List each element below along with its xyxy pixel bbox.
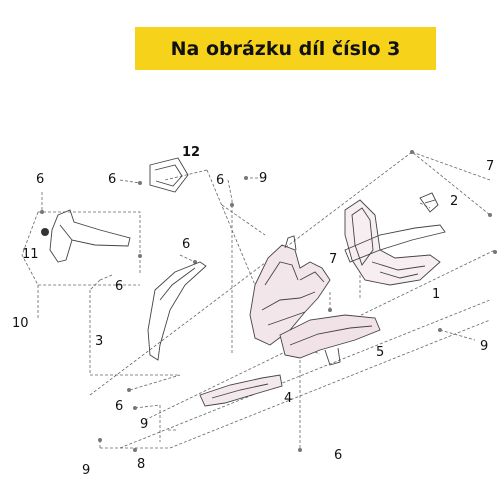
banner-text: Na obrázku díl číslo 3 xyxy=(170,37,401,60)
upper-right-side-cover xyxy=(344,224,446,263)
callout-9-c: 9 xyxy=(140,417,148,432)
part-3-side-panel xyxy=(147,261,207,361)
callout-3: 3 xyxy=(95,334,103,349)
part-2-bracket xyxy=(419,192,439,213)
callout-10: 10 xyxy=(12,316,29,331)
front-fairing xyxy=(249,235,331,346)
callout-6-c: 6 xyxy=(216,173,224,188)
callout-1: 1 xyxy=(432,287,440,302)
callout-8: 8 xyxy=(137,457,145,472)
callout-9-d: 9 xyxy=(82,463,90,478)
fastener-dots xyxy=(40,150,497,452)
part-5-lower-center-panel xyxy=(279,314,381,366)
callout-9-b: 9 xyxy=(480,339,488,354)
callout-5: 5 xyxy=(376,345,384,360)
callout-6-e: 6 xyxy=(115,279,123,294)
callout-7-b: 7 xyxy=(329,252,337,267)
callout-7-a: 7 xyxy=(486,159,494,174)
callout-6-b: 6 xyxy=(108,172,116,187)
callout-6-g: 6 xyxy=(334,448,342,463)
callout-labels: 1 2 3 4 5 6 6 6 6 6 6 6 7 7 8 9 9 9 9 10… xyxy=(12,145,494,478)
part-4-lower-side-panel xyxy=(199,374,283,407)
callout-2: 2 xyxy=(450,194,458,209)
part-number-banner: Na obrázku díl číslo 3 xyxy=(135,27,436,70)
callout-11: 11 xyxy=(22,247,39,262)
part-1-headlight-cover xyxy=(344,199,441,286)
callout-9-a: 9 xyxy=(259,171,267,186)
part-11-side-bracket xyxy=(41,209,131,263)
leader-lines xyxy=(21,151,496,450)
callout-6-d: 6 xyxy=(182,237,190,252)
part-12-windshield-trim xyxy=(149,157,189,193)
callout-6-f: 6 xyxy=(115,399,123,414)
callout-4: 4 xyxy=(284,391,292,406)
callout-6-a: 6 xyxy=(36,172,44,187)
callout-12: 12 xyxy=(182,145,200,160)
